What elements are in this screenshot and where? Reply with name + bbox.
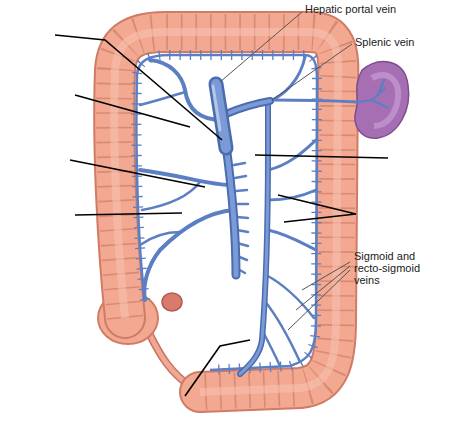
inferior-mesenteric-vein [240,102,268,374]
leader-lines [55,35,388,396]
colon [114,32,338,392]
vein-label: Hepatic portal vein [305,3,396,15]
marginal-vein [136,55,317,370]
superior-mesenteric-vein [226,145,236,275]
splenic-branches [358,80,388,108]
superior-mesenteric-vein [226,145,236,275]
colon [114,32,338,392]
vein-label: Sigmoid and recto-sigmoid veins [354,250,434,286]
mesenteric-veins [140,57,358,366]
haustra [114,32,338,392]
vein-label: Splenic vein [355,36,414,48]
ileum [162,293,182,311]
splenic-vein [226,101,270,114]
splenic-vein [226,101,270,114]
vasa-recta [136,55,317,370]
spleen [355,62,409,139]
appendix [150,335,190,386]
label-leaders [220,12,352,330]
appendix [150,335,190,386]
vein-highlight [213,86,220,130]
colon-highlight [114,32,338,392]
inferior-mesenteric-vein [240,102,268,374]
spleen-highlight [372,75,398,126]
